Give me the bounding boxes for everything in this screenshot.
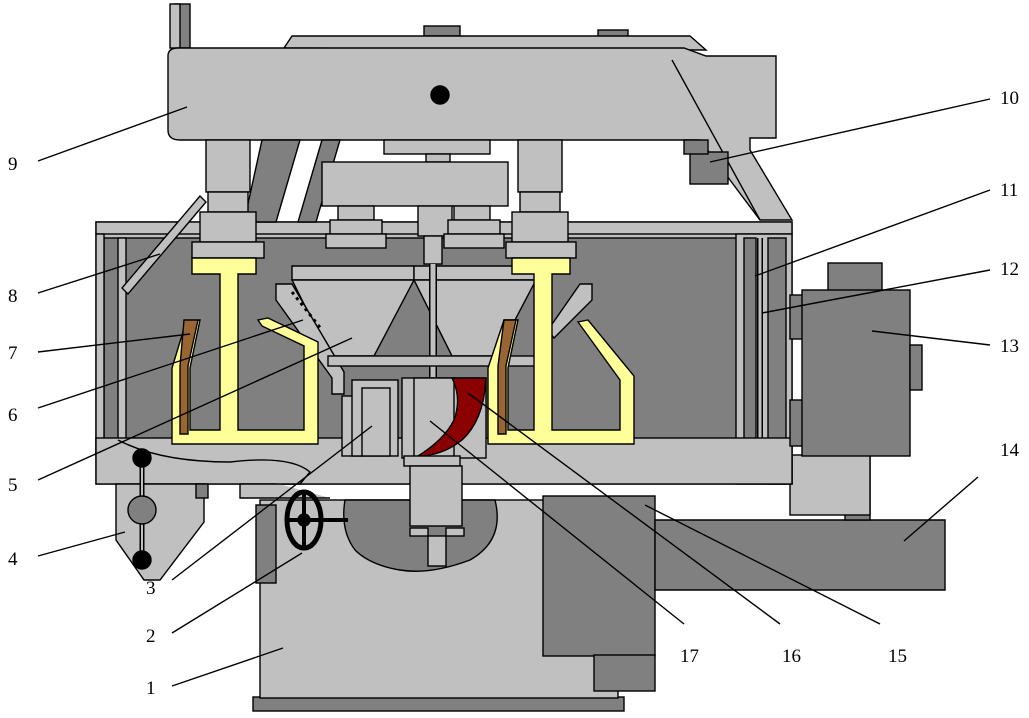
diagonal-brace [243,139,301,223]
right-clamp [487,257,635,445]
right-lower-frame [789,454,871,516]
lower-shaft-bolt-l [409,527,429,537]
label-11: 11 [1000,180,1018,201]
left-column-plate [191,241,265,259]
right-nozzle-top [453,205,491,221]
label-5: 5 [8,475,18,496]
diagonal-brace-2 [297,139,341,223]
beam-post-face [169,3,181,49]
beam-block [689,151,729,185]
left-nozzle-mid [329,219,383,235]
handwheel-hub [297,513,311,527]
stand-side-strip [255,504,277,584]
left-nozzle-top [337,205,375,221]
label-14: 14 [1000,440,1020,461]
spindle-shaft [417,205,453,237]
label-1: 1 [146,678,156,699]
label-16: 16 [782,646,801,667]
right-column-plate [505,241,577,259]
center-shaft [423,235,443,265]
right-channel-inner [743,237,757,457]
beam-top-cap [423,25,461,37]
lever-knob-top [132,448,152,468]
label-17: 17 [680,646,699,667]
label-4: 4 [8,549,18,570]
right-column [517,139,563,193]
label-8: 8 [8,286,18,307]
beam-block-top [683,139,709,155]
label-10: 10 [1000,88,1019,109]
left-column [205,139,251,193]
lower-shaft [409,465,463,527]
handwheel [284,489,324,551]
right-nozzle-base [443,233,505,249]
right-column-base [511,211,569,243]
control-box-top [827,262,883,292]
spindle-neck [425,153,451,163]
spindle-housing [321,161,509,207]
beam-diagonal-edge [671,59,761,221]
housing-left-post [117,237,127,457]
right-column-ring [519,191,561,213]
lower-shaft-stem [427,535,447,567]
base-plate [252,696,625,712]
left-nozzle-base [325,233,387,249]
lever-knob-bottom [132,550,152,570]
crossbeam [167,47,794,221]
leader-lines [37,98,991,687]
sample-holder-inner [361,387,391,457]
motor-body [542,495,656,657]
control-box [801,289,911,457]
left-chute-dots [290,291,324,331]
lower-shaft-housing [403,455,461,467]
motor-foot [593,654,656,692]
control-box-right-tab [909,344,923,391]
label-12: 12 [1000,259,1019,280]
label-13: 13 [1000,336,1019,357]
left-column-ring [207,191,249,213]
label-15: 15 [888,646,907,667]
right-nozzle-mid [447,219,501,235]
label-2: 2 [146,626,156,647]
housing-bottom-curve [117,439,330,499]
left-hopper-top [291,265,415,281]
label-6: 6 [8,405,18,426]
label-3: 3 [146,578,156,599]
left-clamp [171,257,319,445]
spindle-cap [383,139,491,155]
lever-bracket-tab [195,483,209,499]
left-column-base [199,211,257,243]
callout-labels: 1 2 3 4 5 6 7 8 9 10 11 12 13 14 15 16 1… [8,88,1020,699]
lever-knob-mid [127,495,157,525]
beam-pivot [430,85,450,105]
lower-shaft-bolt-r [445,527,465,537]
discharge-chute [654,519,946,591]
label-9: 9 [8,154,18,175]
label-7: 7 [8,343,18,364]
